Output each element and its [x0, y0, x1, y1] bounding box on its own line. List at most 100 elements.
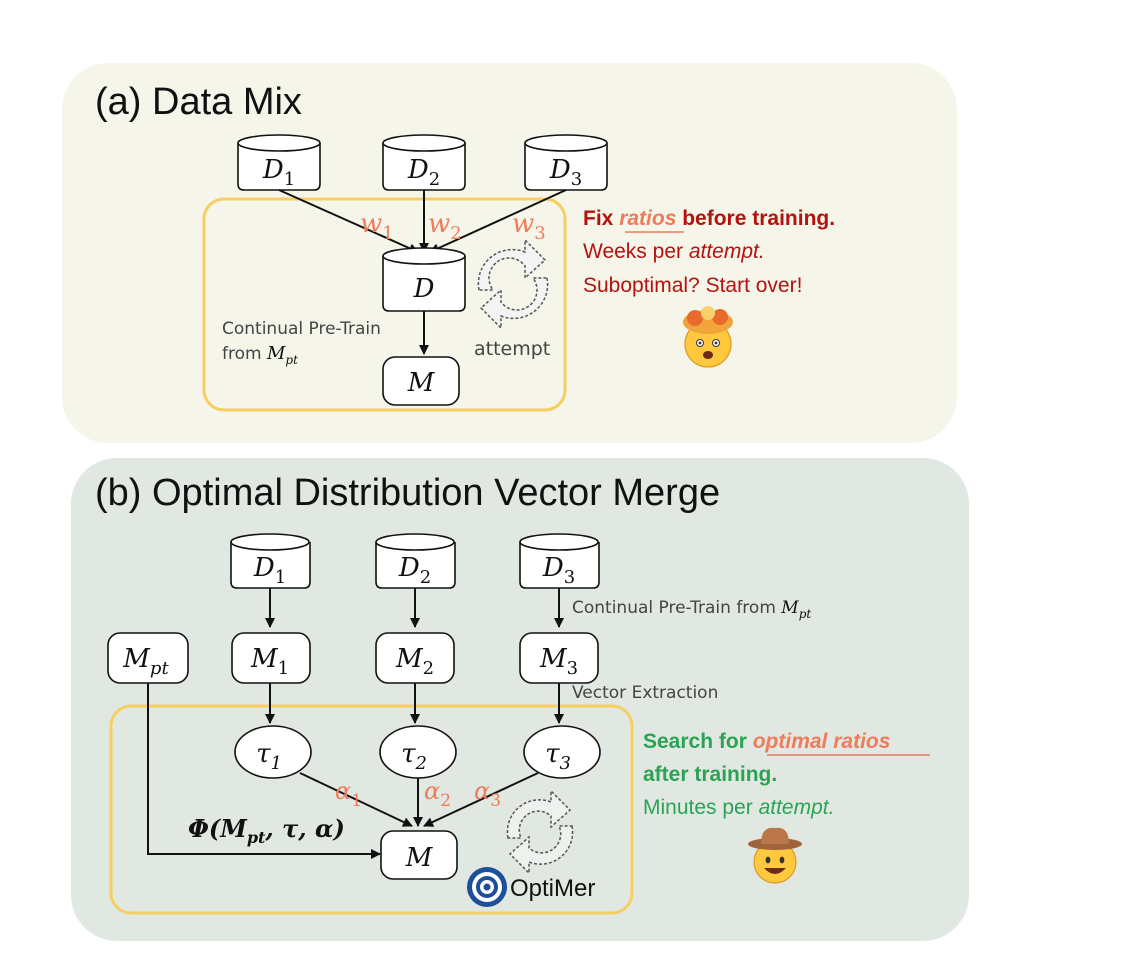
svg-text:Continual Pre-Train from Mpt: Continual Pre-Train from Mpt [572, 598, 811, 621]
panel-a-training-loop-box [202, 197, 567, 412]
svg-text:D1: D1 [262, 155, 295, 190]
cpt-label-line2: from [222, 344, 267, 364]
dataset-cylinder: D3 [524, 134, 608, 191]
alpha-label: α2 [424, 777, 451, 811]
merge-function-label: Φ(Mpt, τ, α) [188, 814, 345, 847]
model-label: M [250, 644, 279, 674]
dataset-label: D [253, 553, 275, 583]
svg-text:Search for optimal ratios: Search for optimal ratios [643, 730, 890, 753]
alpha-subscript: 3 [490, 791, 501, 811]
vector-extraction-label: Vector Extraction [572, 683, 718, 703]
model-box [382, 356, 460, 406]
refresh-icon [477, 238, 549, 330]
dataset-label: D [549, 155, 571, 185]
model-label: M [395, 644, 424, 674]
svg-text:Minutes per attempt.: Minutes per attempt. [643, 796, 834, 819]
panel-b-title: (b) Optimal Distribution Vector Merge [95, 472, 720, 514]
svg-text:D1: D1 [253, 553, 286, 588]
alpha-subscript: 1 [351, 791, 362, 811]
dataset-label: D [398, 553, 420, 583]
svg-text:D3: D3 [549, 155, 582, 190]
note-b-line3-prefix: Minutes per [643, 796, 759, 819]
dataset-subscript: 3 [564, 567, 575, 588]
dataset-subscript: 2 [429, 169, 440, 190]
svg-text:D3: D3 [542, 553, 575, 588]
dataset-cylinder: D1 [230, 533, 311, 589]
weight-subscript: 1 [382, 223, 393, 244]
svg-text:τ2: τ2 [401, 739, 427, 774]
weight-subscript: 2 [450, 223, 461, 244]
svg-text:M1: M1 [250, 644, 289, 679]
model-subscript: 2 [423, 658, 434, 679]
note-a-line2-emphasis: attempt. [689, 240, 765, 263]
task-vector-label: τ [545, 739, 560, 769]
dataset-cylinder: D1 [237, 134, 321, 191]
model-subscript: 3 [567, 658, 578, 679]
panel-b-background [71, 458, 969, 941]
note-a-line1-suffix: before training. [676, 207, 835, 230]
svg-text:D2: D2 [407, 155, 440, 190]
merged-model-label: M [405, 843, 434, 873]
dataset-subscript: 3 [571, 169, 582, 190]
svg-text:Weeks per attempt.: Weeks per attempt. [583, 240, 765, 263]
svg-text:Fix ratios before training.: Fix ratios before training. [583, 207, 835, 230]
weight-label: w1 [360, 209, 394, 244]
merge-arrow [423, 772, 539, 827]
base-model-label: M [122, 644, 151, 674]
cpt-model-label: M [266, 343, 286, 364]
cpt-note-model: M [780, 598, 799, 618]
cpt-model-subscript: pt [285, 353, 298, 367]
model-label: M [539, 644, 568, 674]
dataset-cylinder: D3 [519, 533, 600, 589]
task-vector-node [523, 725, 601, 779]
model-subscript: 1 [278, 658, 289, 679]
base-model-arrow [147, 683, 381, 859]
cowboy-face-icon [748, 827, 802, 884]
weight-label: w2 [428, 209, 462, 244]
task-vector-subscript: 3 [559, 753, 570, 774]
svg-text:Mpt: Mpt [122, 644, 169, 679]
alpha-subscript: 2 [440, 791, 451, 811]
dataset-cylinder: D2 [375, 533, 456, 589]
svg-text:from Mpt: from Mpt [222, 343, 298, 367]
alpha-label: α1 [335, 777, 362, 811]
task-vector-label: τ [256, 739, 271, 769]
mix-arrow [429, 189, 567, 253]
note-b-line3-emphasis: attempt. [759, 796, 835, 819]
dataset-label: D [407, 155, 429, 185]
task-vector-subscript: 1 [270, 753, 281, 774]
svg-text:τ3: τ3 [545, 739, 571, 774]
dataset-label: D [262, 155, 284, 185]
panel-a-title: (a) Data Mix [95, 81, 302, 123]
refresh-icon [506, 789, 574, 875]
dataset-subscript: 1 [275, 567, 286, 588]
exploding-head-icon [683, 306, 733, 368]
dataset-cylinder: D2 [382, 134, 466, 191]
note-b-line1-emphasis: optimal ratios [753, 730, 891, 753]
mixed-dataset-label: D [413, 274, 435, 304]
model-label: M [407, 368, 436, 398]
svg-text:D2: D2 [398, 553, 431, 588]
svg-text:τ1: τ1 [256, 739, 282, 774]
note-b-line1-prefix: Search for [643, 730, 753, 753]
task-vector-label: τ [401, 739, 416, 769]
mix-arrow [278, 189, 419, 253]
optimer-brand-label: OptiMer [510, 875, 595, 902]
dataset-subscript: 2 [420, 567, 431, 588]
task-vector-node [234, 725, 312, 779]
cpt-note-model-subscript: pt [799, 607, 812, 621]
optimer-logo-icon [467, 867, 507, 907]
alpha-label: α3 [474, 777, 501, 811]
panel-b-merge-box [109, 704, 634, 915]
cpt-note: Continual Pre-Train from [572, 598, 781, 618]
cpt-label-line1: Continual Pre-Train [222, 319, 381, 339]
note-a-line1-emphasis: ratios [619, 207, 676, 230]
merged-model-box [380, 830, 458, 880]
dataset-subscript: 1 [284, 169, 295, 190]
weight-subscript: 3 [534, 223, 545, 244]
attempt-label: attempt [474, 338, 550, 360]
note-a-line1-prefix: Fix [583, 207, 619, 230]
dataset-label: D [542, 553, 564, 583]
base-model-subscript: pt [150, 658, 170, 679]
